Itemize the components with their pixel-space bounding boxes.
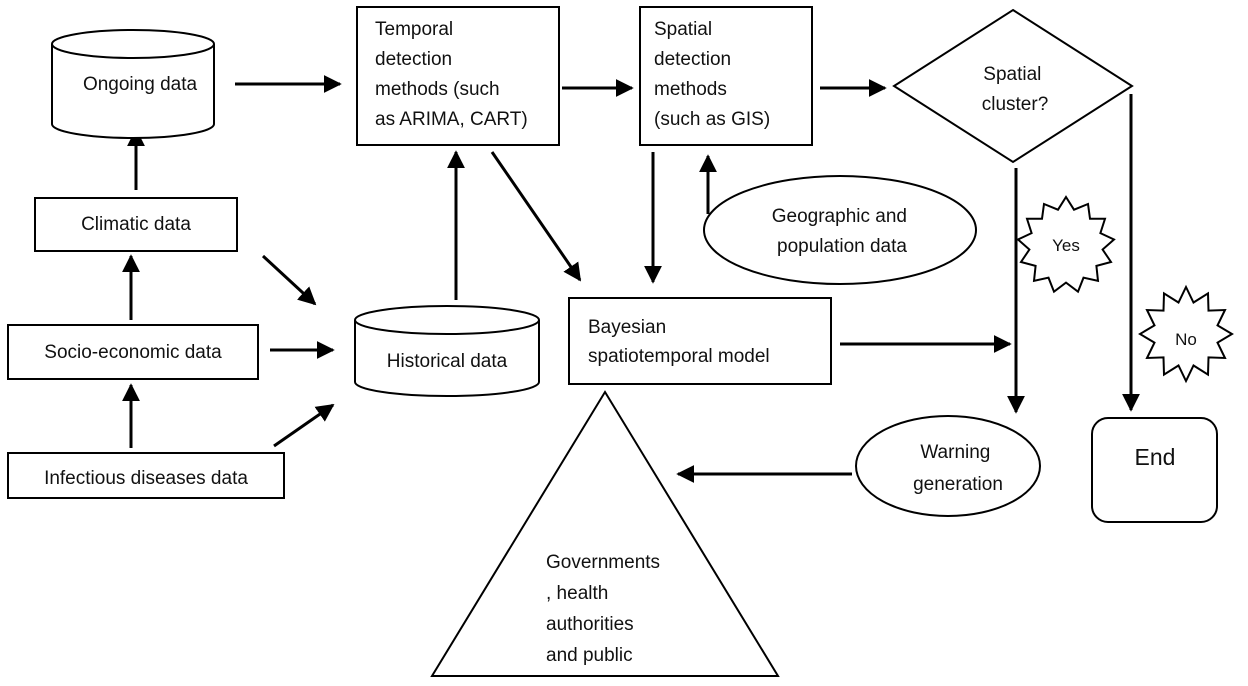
temporal-line-3: methods (such <box>375 79 500 100</box>
governments-line-2: , health <box>546 583 608 604</box>
socio-economic-label: Socio-economic data <box>44 342 222 363</box>
node-temporal-detection-methods: Temporal detection methods (such as ARIM… <box>356 6 560 146</box>
edges <box>122 75 1140 483</box>
node-ongoing-data: Ongoing data <box>51 29 215 139</box>
node-geographic-population-data: Geographic and population data <box>703 175 977 285</box>
node-warning-generation: Warning generation <box>855 415 1041 517</box>
yes-text: Yes <box>1052 236 1080 255</box>
svg-text:Socio-economic data: Socio-economic data <box>44 342 222 363</box>
node-historical-data: Historical data <box>354 305 540 397</box>
svg-text:Bayesian spatiotemporal: Bayesian spatiotemporal model <box>588 317 770 367</box>
node-spatial-cluster-decision: Spatial cluster? <box>892 8 1134 164</box>
infectious-diseases-label: Infectious diseases data <box>44 468 248 489</box>
warning-line-2: generation <box>913 474 1003 495</box>
warning-line-1: Warning <box>920 442 990 463</box>
node-bayesian-model: Bayesian spatiotemporal model <box>568 297 832 385</box>
edge-temporal-to-bayesian <box>490 151 582 282</box>
spatial-methods-line-2: detection <box>654 49 731 70</box>
node-governments-triangle: Governments , health authorities and pub… <box>430 390 780 677</box>
spatial-methods-line-4: (such as GIS) <box>654 109 770 130</box>
svg-text:No: No <box>1175 330 1197 349</box>
svg-text:End: End <box>1135 444 1176 470</box>
governments-line-1: Governments <box>546 552 660 573</box>
svg-text:Historical data: Historical data <box>387 351 508 372</box>
ongoing-data-label: Ongoing data <box>83 74 198 95</box>
svg-text:Ongoing data: Ongoing data <box>83 74 198 95</box>
no-burst-shape <box>1138 284 1234 384</box>
cluster-line-1: Spatial <box>983 64 1041 85</box>
temporal-line-4: as ARIMA, CART) <box>375 109 528 130</box>
edge-climatic-to-historical <box>261 254 317 306</box>
node-spatial-detection-methods: Spatial detection methods (such as GIS) <box>639 6 813 146</box>
svg-text:Temporal detection: Temporal detection methods (such as ARIM… <box>375 19 528 130</box>
geographic-line-1: Geographic and <box>772 206 907 227</box>
node-socio-economic-data: Socio-economic data <box>7 324 259 380</box>
edge-infectious-to-historical <box>273 403 335 448</box>
historical-data-label: Historical data <box>387 351 508 372</box>
no-text: No <box>1175 330 1197 349</box>
governments-line-4: and public <box>546 645 633 666</box>
bayesian-line-2: spatiotemporal model <box>588 346 770 367</box>
spatial-methods-line-3: methods <box>654 79 727 100</box>
svg-text:Infectious diseases data: Infectious diseases data <box>44 468 248 489</box>
bayesian-line-1: Bayesian <box>588 317 666 338</box>
spatial-methods-line-1: Spatial <box>654 19 712 40</box>
svg-text:Governments , health: Governments , health authorities and pub… <box>546 552 665 666</box>
climatic-data-label: Climatic data <box>81 214 191 235</box>
node-infectious-diseases-data: Infectious diseases data <box>7 452 285 499</box>
end-label: End <box>1135 444 1176 470</box>
temporal-line-1: Temporal <box>375 19 453 40</box>
svg-text:Spatial detection: Spatial detection methods (such as GIS) <box>654 19 770 130</box>
temporal-line-2: detection <box>375 49 452 70</box>
svg-text:Yes: Yes <box>1052 236 1080 255</box>
node-yes-label: Yes <box>1016 195 1116 294</box>
cluster-line-2: cluster? <box>982 94 1049 115</box>
svg-text:Spatial cluster?: Spatial cluster? <box>982 64 1049 115</box>
geographic-line-2: population data <box>777 236 907 257</box>
node-end: End <box>1091 417 1218 523</box>
yes-burst-shape <box>1016 195 1116 294</box>
governments-line-3: authorities <box>546 614 634 635</box>
svg-text:Geographic and populatio: Geographic and population data <box>772 206 913 257</box>
svg-text:Climatic data: Climatic data <box>81 214 191 235</box>
svg-text:Warning generation: Warning generation <box>913 442 1003 495</box>
node-climatic-data: Climatic data <box>34 197 238 252</box>
node-no-label: No <box>1138 284 1234 384</box>
